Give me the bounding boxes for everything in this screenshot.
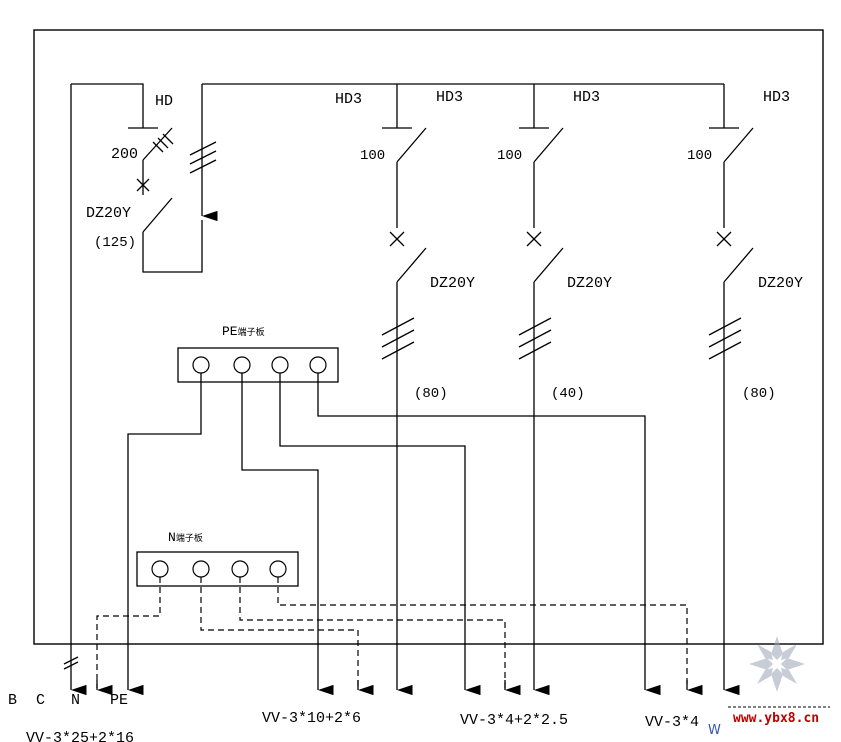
watermark-fragment: W — [708, 723, 721, 738]
branch-1-breaker-rating: (80) — [414, 386, 448, 402]
pe-terminal-block: PE端子板 — [127, 324, 661, 696]
branch-2-breaker-rating: (40) — [551, 386, 585, 402]
branch-1: HD3 100 DZ20Y (80) — [360, 84, 475, 690]
pe-terminal-suffix: 端子板 — [238, 326, 265, 338]
n-terminal-label: N — [168, 530, 176, 545]
branch-1-switch-rating: 100 — [360, 148, 385, 164]
incoming-cable: VV-3*25+2*16 — [26, 730, 134, 742]
n-terminal-suffix: 端子板 — [176, 532, 203, 544]
branch-2-cable: VV-3*4+2*2.5 — [460, 712, 568, 729]
n-terminal-block: N端子板 — [96, 530, 703, 696]
extra-switch-label: HD3 — [335, 91, 362, 108]
main-breaker-rating: (125) — [94, 235, 136, 251]
branch-2-switch: HD3 — [573, 89, 600, 106]
main-breaker-name: DZ20Y — [86, 205, 131, 222]
branch-2-switch-rating: 100 — [497, 148, 522, 164]
phase-label-4: PE — [110, 692, 128, 709]
branch-1-cable: VV-3*10+2*6 — [262, 710, 361, 727]
main-switch-rating: 200 — [111, 146, 138, 163]
phase-label-1: B — [8, 692, 17, 709]
branch-3-cable: VV-3*4 — [645, 714, 699, 731]
main-switch-name: HD — [155, 93, 173, 110]
watermark-logo — [749, 636, 805, 692]
branch-3-switch: HD3 — [763, 89, 790, 106]
svg-text:N端子板: N端子板 — [168, 530, 203, 545]
branch-1-switch: HD3 — [436, 89, 463, 106]
phase-label-2: C — [36, 692, 45, 709]
enclosure-frame — [33, 29, 824, 645]
branch-2: HD3 100 DZ20Y (40) — [497, 84, 612, 690]
svg-text:PE端子板: PE端子板 — [222, 324, 265, 339]
branch-3-switch-rating: 100 — [687, 148, 712, 164]
pe-terminal-label: PE — [222, 324, 238, 339]
phase-label-3: N — [71, 692, 80, 709]
branch-2-breaker: DZ20Y — [567, 275, 612, 292]
branch-3-breaker-rating: (80) — [742, 386, 776, 402]
branch-1-breaker: DZ20Y — [430, 275, 475, 292]
branch-3: HD3 100 DZ20Y (80) — [687, 84, 803, 690]
watermark-text: www.ybx8.cn — [733, 711, 819, 726]
branch-3-breaker: DZ20Y — [758, 275, 803, 292]
main-section: HD 200 DZ20Y (125) — [70, 83, 724, 696]
incoming-phases: B C N PE — [8, 692, 128, 709]
